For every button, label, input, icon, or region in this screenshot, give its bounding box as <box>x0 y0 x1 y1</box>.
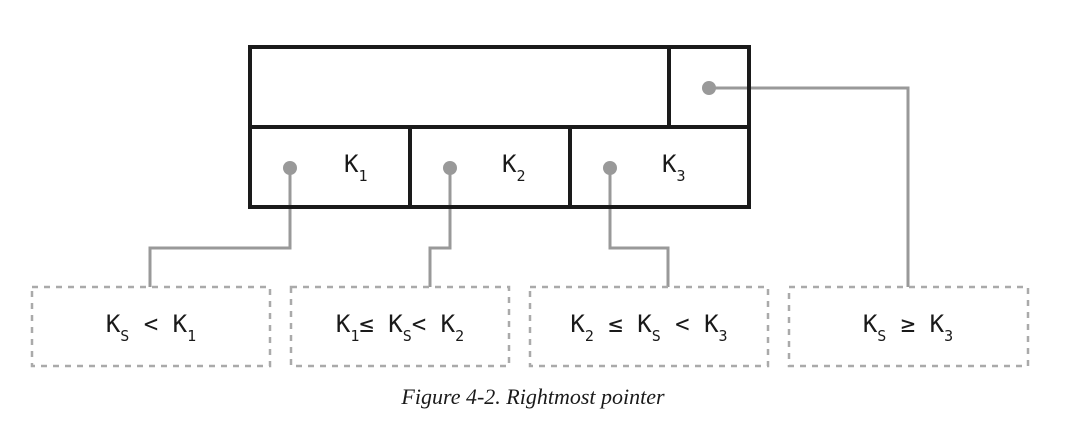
subscript: 1 <box>350 327 359 345</box>
label-text: < K <box>412 310 456 338</box>
node-key-2-base: K <box>502 150 517 178</box>
connector-rightmost <box>709 86 910 287</box>
child-range-label-3: K2 ≤ KS < K3 <box>570 310 727 345</box>
subscript: S <box>652 327 661 345</box>
subscript: 1 <box>187 327 196 345</box>
node-key-2-sub: 2 <box>516 167 525 185</box>
connector-3 <box>608 168 670 287</box>
pointer-connectors <box>148 86 910 287</box>
btree-node <box>248 45 751 209</box>
subscript: S <box>403 327 412 345</box>
child-boxes <box>30 285 1030 368</box>
subscript: S <box>877 327 886 345</box>
node-key-1-base: K <box>344 150 359 178</box>
child-range-label-2: K1≤ KS< K2 <box>336 310 464 345</box>
subscript: 3 <box>944 327 953 345</box>
figure-caption: Figure 4-2. Rightmost pointer <box>401 384 665 409</box>
child-box-3 <box>528 285 770 368</box>
pointer-dot-icon <box>443 161 457 175</box>
subscript: 2 <box>585 327 594 345</box>
node-key-2: K2 <box>502 150 525 185</box>
label-text: ≤ K <box>359 310 403 338</box>
pointer-dot-icon <box>603 161 617 175</box>
label-text: ≤ K <box>594 310 652 338</box>
label-text: K <box>863 310 878 338</box>
label-text: K <box>336 310 351 338</box>
node-key-1: K1 <box>344 150 367 185</box>
label-text: < K <box>129 310 187 338</box>
node-key-3-base: K <box>662 150 677 178</box>
node-key-1-sub: 1 <box>358 167 367 185</box>
child-box-1 <box>30 285 272 368</box>
pointer-dot-icon <box>283 161 297 175</box>
child-box-2 <box>289 285 511 368</box>
connector-2 <box>428 168 452 287</box>
rightmost-pointer-dot-icon <box>702 81 716 95</box>
pointer-dots <box>283 81 716 175</box>
node-key-3-sub: 3 <box>676 167 685 185</box>
connector-1 <box>148 168 292 287</box>
child-box-4 <box>787 285 1030 368</box>
subscript: S <box>120 327 129 345</box>
label-text: K <box>570 310 585 338</box>
label-text: < K <box>661 310 719 338</box>
node-key-3: K3 <box>662 150 685 185</box>
label-text: K <box>106 310 121 338</box>
child-range-label-1: KS < K1 <box>106 310 196 345</box>
label-text: ≥ K <box>886 310 944 338</box>
subscript: 2 <box>455 327 464 345</box>
subscript: 3 <box>719 327 728 345</box>
child-range-label-4: KS ≥ K3 <box>863 310 953 345</box>
